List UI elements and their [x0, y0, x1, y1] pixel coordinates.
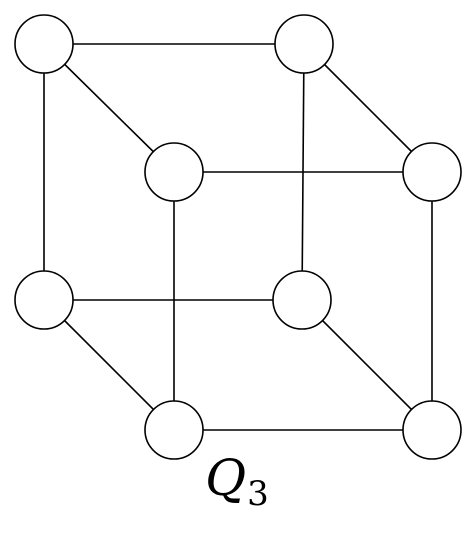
vertex-inner-top-left — [144, 142, 204, 202]
edge-mid-left-to-bottom-mid — [43, 299, 175, 431]
vertex-right-top — [402, 142, 462, 202]
edges-group — [43, 43, 433, 431]
edge-top-left-to-inner-top-left — [43, 43, 175, 173]
vertex-bottom-mid — [144, 400, 204, 460]
graph-label: Q3 — [0, 448, 474, 514]
graph-label-letter: Q — [205, 449, 247, 507]
graph-label-subscript: 3 — [247, 474, 269, 514]
edge-inner-center-to-bottom-right — [301, 299, 433, 431]
vertex-top-right — [274, 14, 334, 74]
vertex-inner-center — [272, 270, 332, 330]
edge-top-right-to-right-top — [303, 43, 433, 173]
vertex-top-left — [14, 14, 74, 74]
vertex-mid-left — [14, 270, 74, 330]
vertices-group — [14, 14, 462, 460]
vertex-bottom-right — [402, 400, 462, 460]
